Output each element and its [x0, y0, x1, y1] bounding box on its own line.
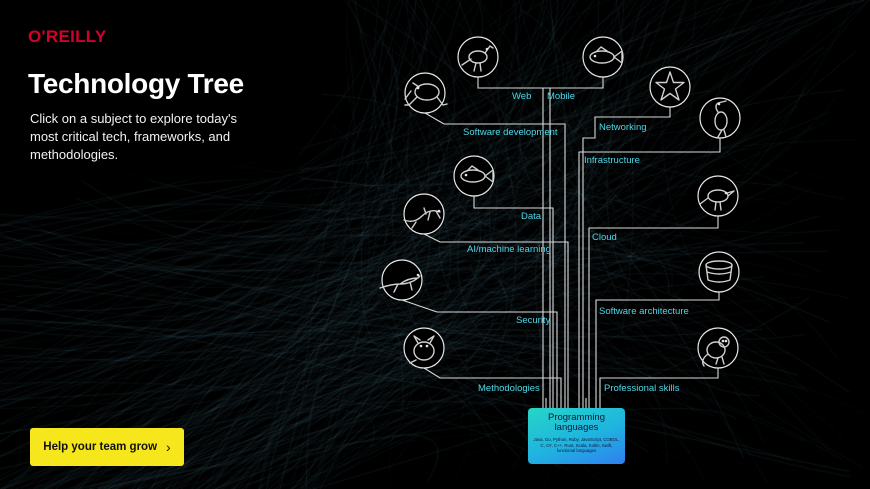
connector-web	[477, 77, 551, 408]
subject-label-mobile[interactable]: Mobile	[547, 91, 575, 102]
page-title: Technology Tree	[28, 68, 244, 99]
node-infrastructure[interactable]: Infrastructure	[584, 97, 741, 166]
node-circle[interactable]	[582, 36, 624, 78]
salamander-icon	[403, 207, 441, 229]
node-ai-ml[interactable]: AI/machine learning	[403, 193, 551, 255]
node-mobile[interactable]: Mobile	[547, 36, 624, 102]
subject-label-ai-ml[interactable]: AI/machine learning	[467, 244, 551, 255]
subject-label-data[interactable]: Data	[521, 211, 542, 222]
node-data[interactable]: Data	[453, 155, 542, 222]
heron-icon	[714, 100, 728, 138]
subject-label-infrastructure[interactable]: Infrastructure	[584, 155, 640, 166]
lizard-icon	[379, 273, 421, 293]
subject-label-networking[interactable]: Networking	[599, 122, 647, 133]
page-subtitle: Click on a subject to explore today's mo…	[30, 111, 237, 162]
songbird-icon	[699, 189, 735, 211]
node-circle[interactable]	[403, 327, 445, 369]
connector-infrastructure	[578, 138, 721, 408]
help-team-grow-button[interactable]: Help your team grow ›	[30, 428, 184, 466]
connector-cloud	[588, 216, 719, 408]
connector-security	[401, 299, 558, 408]
node-circle[interactable]	[697, 175, 739, 217]
subject-label-professional-skills[interactable]: Professional skills	[604, 383, 680, 394]
subject-label-security[interactable]: Security	[516, 315, 551, 326]
subject-label-software-development[interactable]: Software development	[463, 127, 558, 138]
node-circle[interactable]	[699, 97, 741, 139]
programming-languages-list: Java, Go, Python, Ruby, JavaScript, COBO…	[533, 437, 620, 454]
starfish-icon	[655, 71, 685, 101]
subject-label-cloud[interactable]: Cloud	[592, 232, 617, 243]
node-security[interactable]: Security	[379, 259, 551, 326]
marsupial-icon	[409, 335, 435, 364]
frog-icon	[404, 82, 448, 106]
basket-icon	[705, 260, 733, 283]
connector-networking	[582, 107, 671, 408]
subject-label-software-architecture[interactable]: Software architecture	[599, 306, 689, 317]
node-software-architecture[interactable]: Software architecture	[599, 251, 740, 317]
node-circle[interactable]	[453, 155, 495, 197]
tree-connectors	[401, 77, 721, 408]
node-circle[interactable]	[404, 72, 446, 114]
node-circle[interactable]	[649, 66, 691, 108]
node-networking[interactable]: Networking	[599, 66, 691, 133]
chevron-right-icon: ›	[166, 439, 171, 455]
connector-software-development	[424, 112, 566, 408]
node-circle[interactable]	[457, 36, 499, 78]
programming-languages-box[interactable]: Programming languages Java, Go, Python, …	[528, 408, 625, 464]
node-professional-skills[interactable]: Professional skills	[604, 327, 739, 394]
node-software-development[interactable]: Software development	[404, 72, 558, 138]
bird-icon	[461, 45, 494, 72]
connector-data	[473, 196, 554, 408]
connector-professional-skills	[599, 368, 719, 408]
programming-languages-title: Programming languages	[547, 412, 606, 433]
node-circle[interactable]	[698, 251, 740, 293]
connector-mobile	[542, 77, 604, 408]
node-cloud[interactable]: Cloud	[592, 175, 739, 243]
subject-label-web[interactable]: Web	[512, 91, 531, 102]
oreilly-logo[interactable]: O'REILLY	[28, 27, 107, 46]
cta-label: Help your team grow	[43, 441, 158, 453]
lemur-icon	[701, 336, 730, 367]
subject-label-methodologies[interactable]: Methodologies	[478, 383, 540, 394]
fish-icon	[589, 46, 623, 64]
node-web[interactable]: Web	[457, 36, 531, 102]
connector-methodologies	[423, 367, 562, 408]
node-methodologies[interactable]: Methodologies	[403, 327, 540, 394]
fish-icon	[460, 165, 494, 183]
node-circle[interactable]	[697, 327, 739, 369]
connector-ai-ml	[423, 233, 569, 408]
connector-software-architecture	[595, 292, 720, 408]
